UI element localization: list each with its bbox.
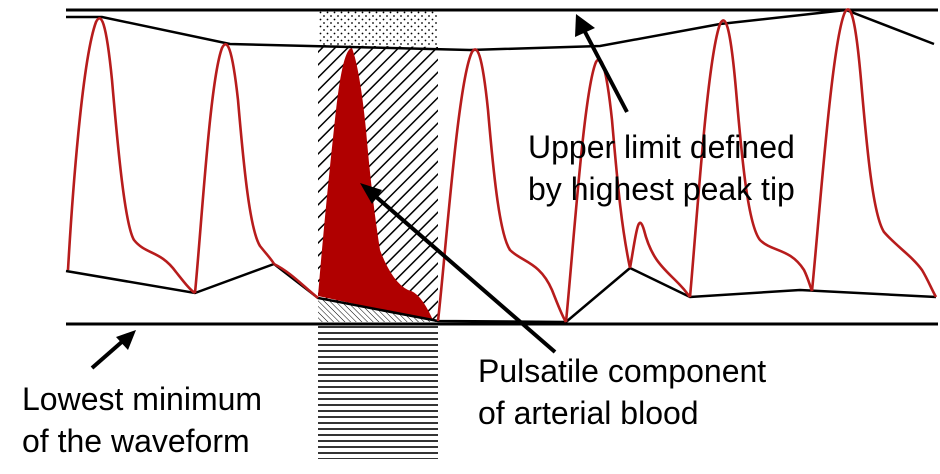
- lowest-minimum-label-line1: Lowest minimum: [22, 381, 262, 417]
- upper-limit-label-line2: by highest peak tip: [528, 171, 795, 207]
- pulsatile-component-fill: [318, 48, 438, 322]
- peak-envelope-line: [66, 8, 935, 52]
- waveform-pulse: [66, 17, 196, 295]
- lowest-minimum-label-line2: of the waveform: [22, 423, 250, 459]
- pulsatile-arrowhead: [360, 183, 382, 204]
- waveform-pulse: [628, 221, 691, 298]
- waveform-pulse: [688, 19, 814, 298]
- pulsatile-label-line2: of arterial blood: [478, 395, 699, 431]
- lowest-minimum-arrowhead: [116, 330, 136, 350]
- upper-limit-arrowhead: [575, 14, 595, 37]
- waveform-pulse: [436, 48, 568, 323]
- venous-blood-region: [318, 10, 438, 45]
- trough-envelope-line: [65, 262, 937, 324]
- ppg-waveform: [66, 8, 938, 323]
- pulsatile-label-line1: Pulsatile component: [478, 353, 766, 389]
- pulsatile-arrow: [372, 193, 557, 354]
- non-pulsatile-region: [318, 324, 438, 459]
- waveform-pulse: [273, 262, 319, 300]
- waveform-pulse: [810, 8, 938, 298]
- upper-limit-label-line1: Upper limit defined: [528, 129, 795, 165]
- upper-limit-arrow: [582, 29, 629, 113]
- annotation-arrows: [90, 14, 629, 370]
- waveform-pulse: [193, 43, 276, 294]
- lowest-minimum-arrow: [90, 338, 126, 370]
